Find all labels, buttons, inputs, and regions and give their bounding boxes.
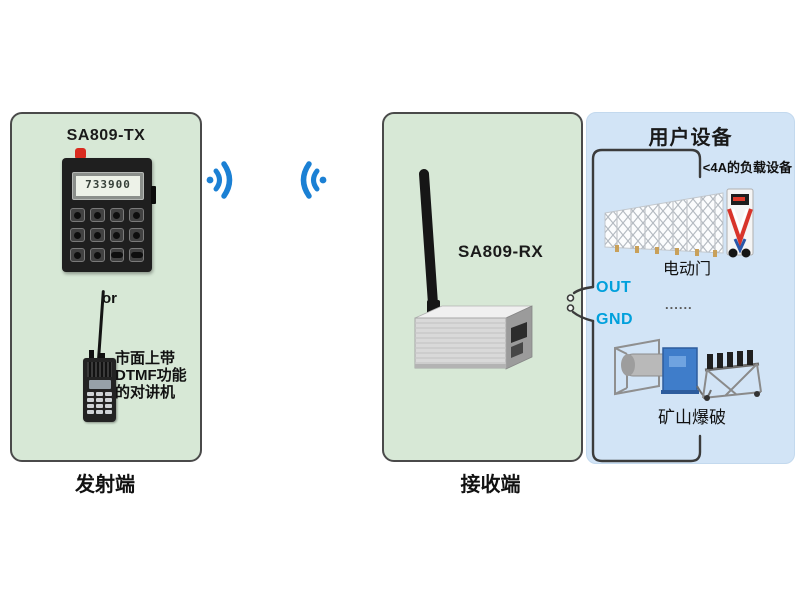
keypad-key — [109, 228, 125, 242]
keypad-key — [89, 228, 105, 242]
walkie-key — [96, 392, 103, 396]
tx-keypad — [70, 208, 144, 262]
gate-control-post — [726, 188, 754, 258]
gate-lattice — [604, 192, 724, 257]
keypad-key — [70, 208, 85, 222]
dtmf-keypad-transmitter: 733900 — [62, 148, 156, 272]
walkie-key — [87, 404, 94, 408]
gate-label: 电动门 — [662, 261, 711, 278]
walkie-note-line: 市面上带 — [115, 350, 176, 367]
transmitter-title: SA809-TX — [66, 127, 146, 144]
receiver-box — [414, 305, 533, 370]
transmitter-panel: SA809-TX 733900 or — [10, 112, 202, 462]
lcd-display: 733900 — [76, 176, 140, 196]
lcd-bezel: 733900 — [72, 172, 144, 200]
keypad-key — [89, 248, 105, 262]
walkie-key — [105, 410, 112, 414]
keypad-key — [89, 208, 105, 222]
blast-label: 矿山爆破 — [658, 408, 726, 427]
walkie-antenna — [97, 290, 105, 361]
walkie-key — [87, 398, 94, 402]
receiver-antenna — [419, 169, 440, 316]
terminal-out-label: OUT — [596, 279, 632, 296]
side-button — [151, 186, 156, 204]
walkie-note-line: DTMF功能 — [115, 367, 187, 384]
walkie-note-line: 的对讲机 — [115, 384, 176, 401]
walkie-screen — [88, 380, 111, 389]
walkie-note: 市面上带 DTMF功能 的对讲机 — [115, 350, 203, 401]
walkie-key — [96, 404, 103, 408]
wireless-signal-receive-icon — [300, 161, 327, 199]
walkie-body — [83, 358, 116, 422]
keypad-key — [109, 208, 125, 222]
blast-trolley — [702, 350, 762, 401]
receiver-device — [414, 169, 533, 370]
terminal-gnd-label: GND — [596, 311, 634, 328]
keypad-key — [129, 248, 144, 262]
load-note: <4A的负载设备 — [702, 160, 792, 175]
antenna-knob — [75, 148, 86, 158]
electric-gate-image — [604, 188, 754, 258]
walkie-key — [105, 404, 112, 408]
blast-control-box — [661, 347, 699, 394]
walkie-key — [96, 398, 103, 402]
walkie-knob — [89, 350, 94, 359]
user-devices-title: 用户设备 — [648, 127, 733, 149]
walkie-key — [105, 392, 112, 396]
keypad-key — [129, 208, 144, 222]
keypad-key — [70, 248, 85, 262]
walkie-talkie: 市面上带 DTMF功能 的对讲机 — [67, 288, 202, 433]
transmitter-caption: 发射端 — [75, 474, 135, 496]
mine-blasting-image — [614, 338, 762, 401]
walkie-key — [96, 410, 103, 414]
walkie-knob — [98, 353, 105, 359]
receiver-title: SA809-RX — [458, 242, 544, 261]
walkie-key — [105, 398, 112, 402]
more-devices-ellipsis: ...... — [665, 297, 693, 312]
walkie-keypad — [87, 392, 112, 414]
receiver-caption: 接收端 — [460, 474, 521, 496]
keypad-key — [129, 228, 144, 242]
speaker-grille — [87, 362, 112, 377]
keypad-key — [70, 228, 85, 242]
or-label: or — [102, 290, 117, 307]
walkie-key — [87, 410, 94, 414]
wireless-signal-emit-icon — [206, 161, 233, 199]
receiver-panel — [382, 112, 583, 462]
walkie-key — [87, 392, 94, 396]
keypad-key — [109, 248, 125, 262]
